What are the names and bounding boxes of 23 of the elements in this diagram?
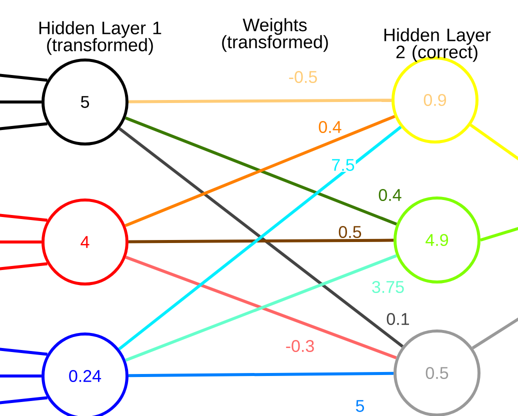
weight-label: 7.5 — [330, 158, 356, 172]
connection-line — [0, 122, 48, 130]
connection-line — [0, 100, 42, 104]
connection-line — [0, 240, 42, 244]
connection-line — [128, 98, 392, 104]
layer-heading: Weights (transformed) — [222, 18, 328, 52]
connection-line — [128, 372, 394, 378]
weight-label: 0.5 — [337, 224, 363, 240]
weight-label: -0.3 — [284, 338, 316, 354]
connection-line — [480, 226, 518, 242]
weight-label: -0.5 — [287, 70, 319, 84]
connection-line — [0, 214, 48, 222]
connection-line — [470, 124, 518, 162]
connection-line — [0, 374, 42, 378]
weight-label: 5 — [354, 399, 366, 413]
connection-line — [472, 316, 518, 350]
weight-label: 0.4 — [317, 120, 343, 134]
weight-label: 0.1 — [385, 312, 411, 326]
connection-line — [0, 396, 48, 404]
connection-line — [0, 262, 48, 270]
connection-line — [0, 348, 48, 356]
connection-line — [0, 74, 48, 82]
connection-line — [128, 238, 394, 244]
